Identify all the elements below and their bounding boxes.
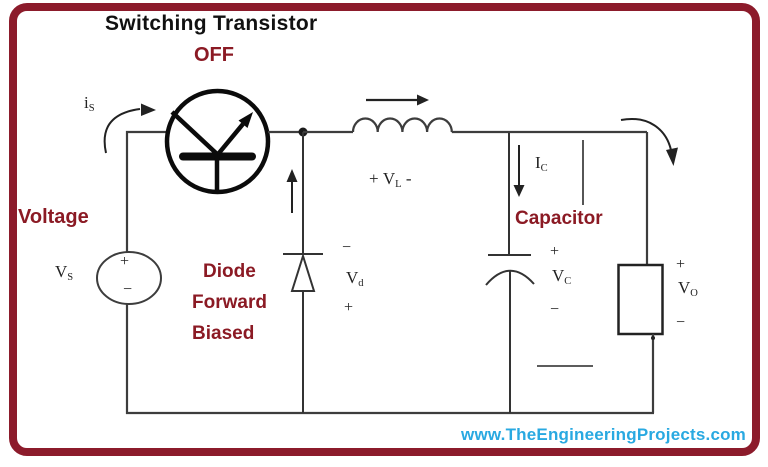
diode-symbol (283, 132, 323, 413)
transistor-collector-arrowhead (238, 112, 253, 128)
capacitor-current-arrow (513, 145, 525, 197)
output-voltage-minus: − (676, 314, 686, 331)
diode-triangle (290, 252, 316, 292)
voltage-source-symbol (96, 251, 162, 305)
diode-state-label-line2: Forward (192, 292, 267, 313)
transistor-collector-line (217, 122, 245, 155)
inductor-voltage-label: + VL - (369, 169, 412, 190)
transistor-symbol (164, 88, 271, 195)
inductor-current-arrow (366, 94, 429, 106)
diode-state-label-line1: Diode (203, 261, 256, 282)
left-loop-wires (125, 130, 654, 415)
source-minus-sign: − (123, 281, 133, 298)
capacitor-label: Capacitor (515, 208, 603, 229)
capacitor-voltage-label: VC (552, 266, 572, 287)
diagram-title: Switching Transistor (105, 12, 318, 35)
capacitor-curved-plate (485, 269, 535, 286)
diode-voltage-plus: + (344, 299, 354, 316)
load-resistor-symbol (617, 132, 664, 413)
diode-state-label-line3: Biased (192, 323, 255, 344)
output-voltage-label: VO (678, 278, 698, 299)
decorative-border (9, 3, 760, 456)
output-voltage-plus: + (676, 256, 686, 273)
load-resistor-box (617, 263, 664, 336)
capacitor-voltage-minus: − (550, 301, 560, 318)
voltage-label: Voltage (18, 206, 89, 228)
diode-voltage-label: Vd (346, 268, 364, 289)
source-voltage-label: VS (55, 262, 74, 283)
collector-wire (268, 127, 308, 137)
source-plus-sign: + (120, 253, 130, 270)
source-current-label: iS (84, 93, 95, 114)
diode-current-arrow (286, 169, 298, 213)
website-watermark: www.TheEngineeringProjects.com (461, 425, 746, 444)
diode-voltage-minus: − (342, 239, 352, 256)
transistor-state-label: OFF (194, 44, 234, 66)
output-current-arrow (620, 118, 678, 166)
capacitor-current-label: IC (535, 153, 548, 174)
source-current-arrow (103, 103, 156, 154)
capacitor-symbol (485, 133, 535, 413)
inductor-symbol (303, 117, 647, 134)
capacitor-voltage-plus: + (550, 243, 560, 260)
stray-marks (537, 140, 593, 367)
transistor-emitter-line (170, 110, 219, 156)
